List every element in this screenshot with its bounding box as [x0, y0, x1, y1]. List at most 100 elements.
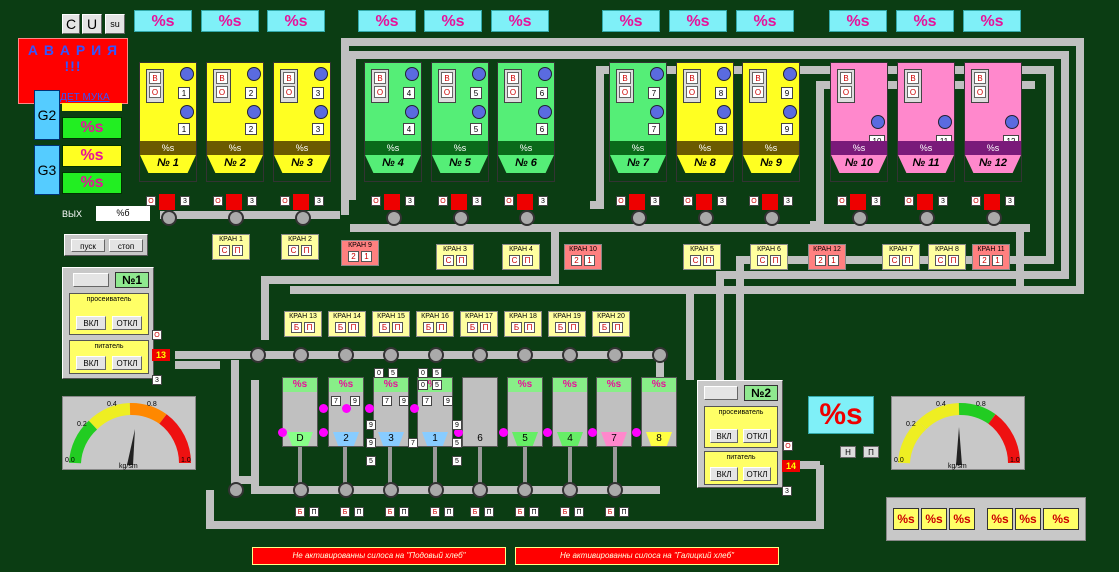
- line2-sifter-on[interactable]: ВКЛ: [710, 429, 738, 443]
- kran-btn-b[interactable]: Б: [467, 322, 478, 333]
- switch-b[interactable]: В: [686, 72, 698, 84]
- kran-btn-1[interactable]: С: [935, 255, 946, 266]
- kran-btn-p[interactable]: П: [568, 322, 579, 333]
- kran-btn-b[interactable]: Б: [379, 322, 390, 333]
- switch-o[interactable]: О: [907, 86, 919, 98]
- rotary-valve[interactable]: [519, 210, 535, 226]
- kran-btn-p[interactable]: П: [348, 322, 359, 333]
- kran-btn-p[interactable]: П: [436, 322, 447, 333]
- bottom-b-button[interactable]: Б: [430, 507, 440, 517]
- switch-o[interactable]: О: [619, 86, 631, 98]
- switch-b[interactable]: В: [283, 72, 295, 84]
- switch-b[interactable]: В: [752, 72, 764, 84]
- switch-o[interactable]: О: [686, 86, 698, 98]
- rotary-valve[interactable]: [161, 210, 177, 226]
- kran-btn-1[interactable]: С: [219, 245, 230, 256]
- kran-btn-1[interactable]: С: [690, 255, 701, 266]
- switch-o[interactable]: О: [149, 86, 161, 98]
- conveyor-valve[interactable]: [428, 347, 444, 363]
- switch-b[interactable]: В: [507, 72, 519, 84]
- bottom-b-button[interactable]: Б: [385, 507, 395, 517]
- switch-o[interactable]: О: [974, 86, 986, 98]
- kran-btn-p[interactable]: П: [480, 322, 491, 333]
- conveyor-valve[interactable]: [472, 482, 488, 498]
- kran-btn-2[interactable]: П: [703, 255, 714, 266]
- conveyor-valve[interactable]: [472, 347, 488, 363]
- conveyor-valve[interactable]: [293, 347, 309, 363]
- kran-btn-1[interactable]: С: [757, 255, 768, 266]
- switch-b[interactable]: В: [216, 72, 228, 84]
- switch-o[interactable]: О: [216, 86, 228, 98]
- h-button[interactable]: Н: [840, 446, 856, 458]
- kran-btn-1[interactable]: 2: [348, 251, 359, 262]
- bottom-b-button[interactable]: Б: [515, 507, 525, 517]
- bottom-b-button[interactable]: Б: [605, 507, 615, 517]
- kran-btn-1[interactable]: 2: [815, 255, 826, 266]
- bottom-b-button[interactable]: Б: [340, 507, 350, 517]
- switch-b[interactable]: В: [441, 72, 453, 84]
- kran-btn-2[interactable]: П: [522, 255, 533, 266]
- c-button[interactable]: C: [62, 14, 80, 34]
- conveyor-valve[interactable]: [517, 347, 533, 363]
- kran-btn-1[interactable]: С: [509, 255, 520, 266]
- switch-o[interactable]: О: [840, 86, 852, 98]
- rotary-valve[interactable]: [698, 210, 714, 226]
- bottom-b-button[interactable]: Б: [560, 507, 570, 517]
- bottom-p-button[interactable]: П: [529, 507, 539, 517]
- rotary-valve[interactable]: [631, 210, 647, 226]
- line1-sifter-on[interactable]: ВКЛ: [76, 316, 106, 330]
- p-button[interactable]: П: [863, 446, 879, 458]
- rotary-valve[interactable]: [919, 210, 935, 226]
- kran-btn-p[interactable]: П: [392, 322, 403, 333]
- line1-sifter-off[interactable]: ОТКЛ: [112, 316, 142, 330]
- bottom-p-button[interactable]: П: [574, 507, 584, 517]
- bottom-p-button[interactable]: П: [309, 507, 319, 517]
- conveyor-valve[interactable]: [428, 482, 444, 498]
- kran-btn-b[interactable]: Б: [423, 322, 434, 333]
- conveyor-valve[interactable]: [338, 482, 354, 498]
- conveyor-valve[interactable]: [562, 482, 578, 498]
- kran-btn-p[interactable]: П: [304, 322, 315, 333]
- kran-btn-2[interactable]: 1: [361, 251, 372, 262]
- rotary-valve[interactable]: [386, 210, 402, 226]
- line1-feeder-on[interactable]: ВКЛ: [76, 356, 106, 370]
- conveyor-valve[interactable]: [607, 347, 623, 363]
- conveyor-valve[interactable]: [607, 482, 623, 498]
- bottom-p-button[interactable]: П: [484, 507, 494, 517]
- kran-btn-1[interactable]: С: [288, 245, 299, 256]
- kran-btn-1[interactable]: 2: [979, 255, 990, 266]
- rotary-valve[interactable]: [453, 210, 469, 226]
- kran-btn-2[interactable]: П: [948, 255, 959, 266]
- switch-o[interactable]: О: [752, 86, 764, 98]
- kran-btn-1[interactable]: 2: [571, 255, 582, 266]
- su-button[interactable]: su: [105, 14, 125, 34]
- kran-btn-2[interactable]: П: [301, 245, 312, 256]
- kran-btn-2[interactable]: П: [902, 255, 913, 266]
- rotary-valve[interactable]: [764, 210, 780, 226]
- kran-btn-b[interactable]: Б: [599, 322, 610, 333]
- kran-btn-b[interactable]: Б: [511, 322, 522, 333]
- start-button[interactable]: пуск: [71, 239, 105, 252]
- kran-btn-1[interactable]: С: [889, 255, 900, 266]
- switch-b[interactable]: В: [374, 72, 386, 84]
- stop-button[interactable]: стоп: [109, 239, 143, 252]
- bottom-b-button[interactable]: Б: [295, 507, 305, 517]
